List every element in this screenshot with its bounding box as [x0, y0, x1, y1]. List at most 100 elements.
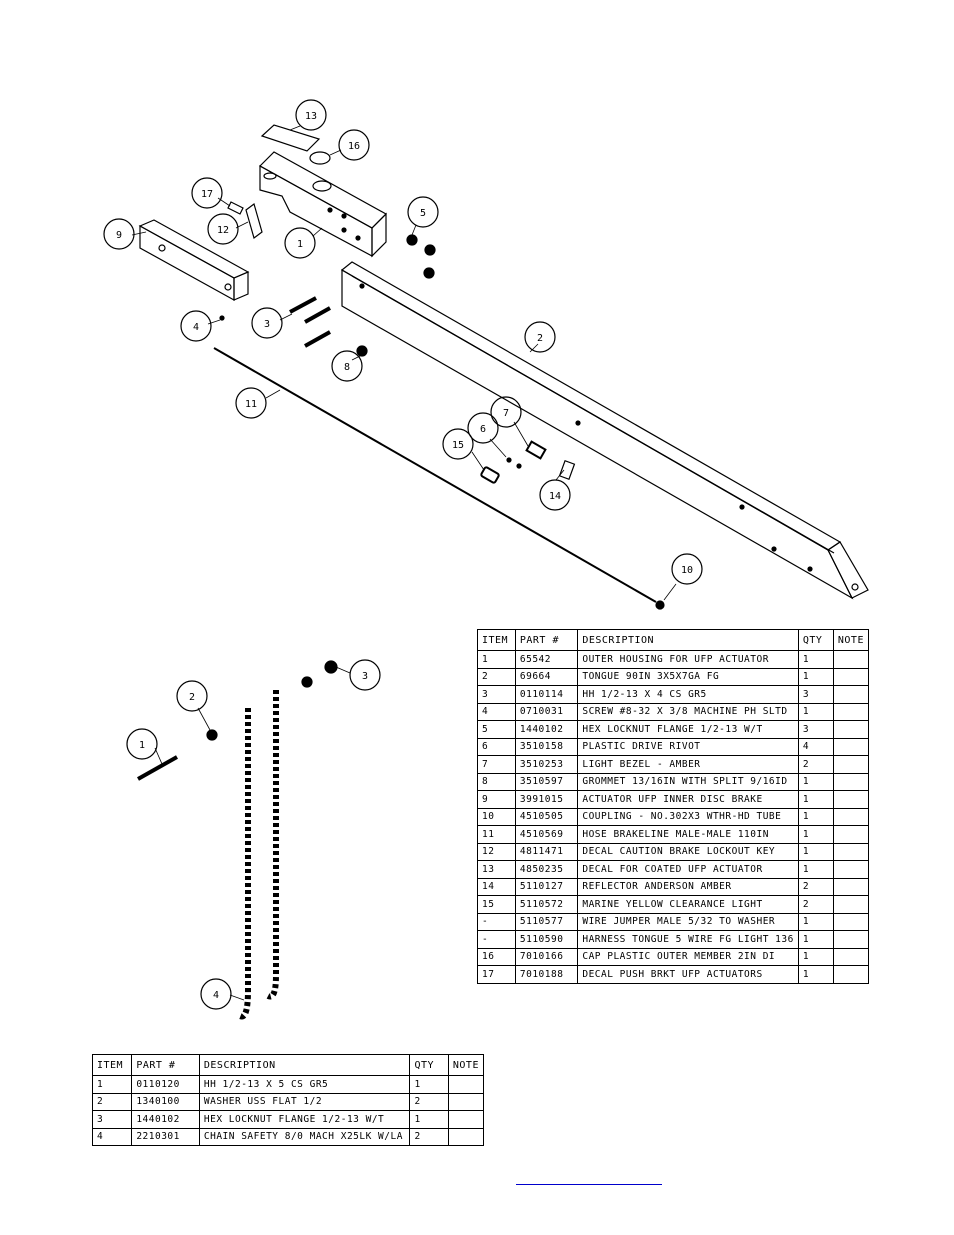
chain-callout-3: 3 — [362, 671, 368, 682]
cap-16 — [309, 151, 331, 165]
cell-item: 12 — [477, 842, 516, 861]
cell-item: - — [477, 912, 516, 931]
cell-part: 1440102 — [514, 720, 579, 739]
cell-qty: 4 — [797, 737, 834, 756]
header-item: ITEM — [91, 1054, 133, 1076]
cell-qty: 2 — [797, 755, 834, 774]
coupling-10 — [655, 600, 665, 610]
cell-qty: 1 — [797, 930, 834, 949]
callout-5: 5 — [420, 208, 426, 219]
cell-item: 16 — [477, 947, 516, 966]
callout-3: 3 — [264, 319, 270, 330]
cell-description: REFLECTOR ANDERSON AMBER — [577, 877, 799, 896]
clearance-light-15 — [480, 466, 500, 484]
bolts-3 — [289, 296, 331, 348]
callouts-chain: 1 2 3 4 — [126, 659, 381, 1010]
cell-item: 1 — [91, 1075, 133, 1094]
cell-item: 2 — [91, 1092, 133, 1111]
header-description: DESCRIPTION — [577, 629, 799, 651]
cell-part: 69664 — [514, 667, 579, 686]
cell-part: 7010188 — [514, 965, 579, 984]
cell-qty: 1 — [797, 912, 834, 931]
cell-item: 5 — [477, 720, 516, 739]
callout-8: 8 — [344, 362, 350, 373]
cell-qty: 1 — [797, 667, 834, 686]
cell-item: 13 — [477, 860, 516, 879]
chain-callout-4: 4 — [213, 990, 219, 1001]
cell-description: ACTUATOR UFP INNER DISC BRAKE — [577, 790, 799, 809]
decal-17 — [227, 201, 244, 215]
cell-item: 17 — [477, 965, 516, 984]
cell-qty: 1 — [797, 860, 834, 879]
cell-description: DECAL PUSH BRKT UFP ACTUATORS — [577, 965, 799, 984]
cell-qty: 3 — [797, 685, 834, 704]
cell-description: MARINE YELLOW CLEARANCE LIGHT — [577, 895, 799, 914]
cell-note — [832, 685, 870, 704]
inner-actuator-9 — [138, 219, 250, 302]
callout-15: 15 — [452, 440, 464, 451]
cell-part: 3991015 — [514, 790, 579, 809]
leader-lines — [131, 125, 677, 601]
tongue-2 — [340, 261, 869, 600]
decal-13 — [260, 124, 321, 152]
cell-part: 2210301 — [131, 1127, 200, 1146]
screw-4 — [219, 315, 225, 321]
cell-description: WASHER USS FLAT 1/2 — [198, 1092, 411, 1111]
callout-11: 11 — [245, 399, 257, 410]
cell-description: OUTER HOUSING FOR UFP ACTUATOR — [577, 650, 799, 669]
cell-note — [832, 965, 870, 984]
header-qty: QTY — [797, 629, 834, 651]
cell-part: 0110120 — [131, 1075, 200, 1094]
cell-note — [832, 877, 870, 896]
washer-2b — [301, 676, 313, 688]
cell-qty: 1 — [797, 650, 834, 669]
chain-callout-2: 2 — [189, 692, 195, 703]
cell-note — [832, 650, 870, 669]
header-description: DESCRIPTION — [198, 1054, 411, 1076]
cell-item: 3 — [477, 685, 516, 704]
brake-hose-11 — [213, 347, 657, 603]
callout-7: 7 — [503, 408, 509, 419]
cell-description: COUPLING - NO.302X3 WTHR-HD TUBE — [577, 807, 799, 826]
locknut-3 — [324, 660, 338, 674]
cell-part: 0110114 — [514, 685, 579, 704]
cell-part: 4510569 — [514, 825, 579, 844]
cell-item: 6 — [477, 737, 516, 756]
cell-qty: 1 — [797, 790, 834, 809]
cell-part: 4811471 — [514, 842, 579, 861]
footer-link[interactable] — [516, 1170, 662, 1185]
cell-item: 11 — [477, 825, 516, 844]
cell-description: WIRE JUMPER MALE 5/32 TO WASHER — [577, 912, 799, 931]
chain-leaders — [154, 666, 351, 1001]
locknuts-5 — [406, 234, 436, 279]
cell-part: 4850235 — [514, 860, 579, 879]
cell-qty: 2 — [797, 877, 834, 896]
cell-note — [832, 842, 870, 861]
chain-left — [238, 708, 251, 1020]
cell-note — [832, 912, 870, 931]
cell-part: 0710031 — [514, 702, 579, 721]
cell-note — [447, 1075, 485, 1094]
cell-item: - — [477, 930, 516, 949]
cell-description: HH 1/2-13 X 4 CS GR5 — [577, 685, 799, 704]
cell-description: HOSE BRAKELINE MALE-MALE 110IN — [577, 825, 799, 844]
cell-note — [832, 720, 870, 739]
cell-note — [832, 772, 870, 791]
cell-qty: 2 — [409, 1092, 449, 1111]
